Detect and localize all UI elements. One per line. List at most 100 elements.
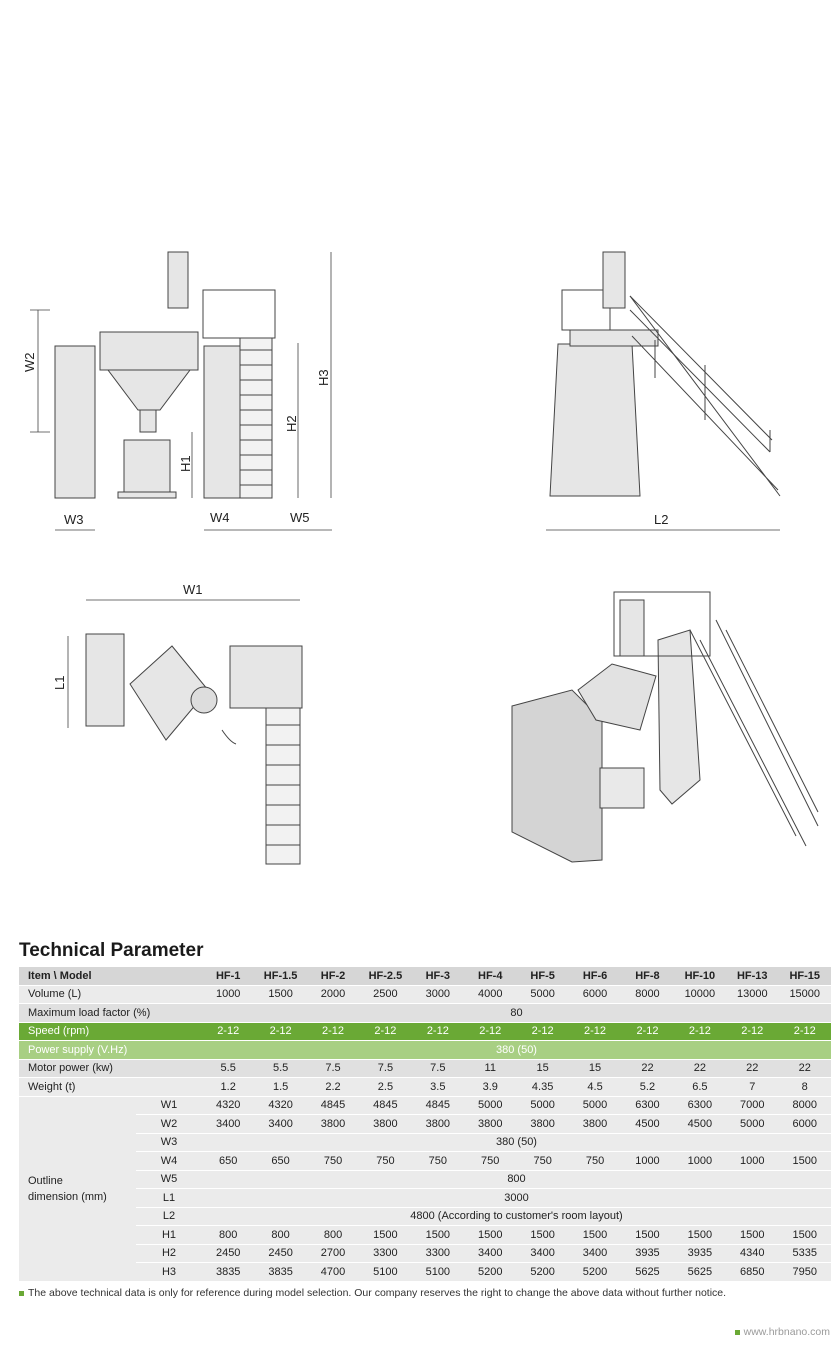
table-cell: 5000 bbox=[516, 985, 569, 1004]
website-footer: www.hrbnano.com bbox=[734, 1326, 830, 1338]
table-cell: 3400 bbox=[568, 1244, 622, 1263]
table-cell: 800 bbox=[202, 1225, 255, 1245]
table-row-h2: H2 2450 2450 2700 3300 3300 3400 3400 34… bbox=[19, 1244, 831, 1263]
table-cell: 3400 bbox=[202, 1114, 255, 1134]
table-cell: 2-12 bbox=[464, 1022, 517, 1041]
table-cell: 4.35 bbox=[516, 1077, 569, 1097]
table-cell: 750 bbox=[359, 1151, 412, 1171]
model-header: HF-1.5 bbox=[254, 967, 307, 986]
table-cell: 2-12 bbox=[568, 1022, 622, 1041]
table-row-l1: L1 3000 bbox=[19, 1188, 831, 1208]
table-cell: 750 bbox=[411, 1151, 465, 1171]
table-cell: 1500 bbox=[621, 1225, 674, 1245]
table-cell: 3400 bbox=[516, 1244, 569, 1263]
row-label: W1 bbox=[136, 1096, 202, 1115]
table-cell: 4500 bbox=[673, 1114, 727, 1134]
top-view bbox=[85, 633, 303, 865]
table-cell: 4320 bbox=[202, 1096, 255, 1115]
table-cell: 3800 bbox=[464, 1114, 517, 1134]
row-label: L2 bbox=[136, 1207, 202, 1226]
table-cell: 6300 bbox=[673, 1096, 727, 1115]
dim-label-h2: H2 bbox=[284, 415, 299, 432]
table-cell: 6.5 bbox=[673, 1077, 727, 1097]
table-cell: 5.5 bbox=[202, 1059, 255, 1078]
table-cell: 2-12 bbox=[359, 1022, 412, 1041]
table-cell: 3000 bbox=[202, 1188, 831, 1208]
table-cell: 5000 bbox=[726, 1114, 779, 1134]
table-cell: 1500 bbox=[568, 1225, 622, 1245]
table-cell: 2-12 bbox=[726, 1022, 779, 1041]
row-label: H1 bbox=[136, 1225, 202, 1245]
table-cell: 4340 bbox=[726, 1244, 779, 1263]
table-cell: 5000 bbox=[464, 1096, 517, 1115]
dim-label-w4: W4 bbox=[210, 510, 230, 525]
table-cell: 4000 bbox=[464, 985, 517, 1004]
table-cell: 22 bbox=[673, 1059, 727, 1078]
table-cell: 3800 bbox=[568, 1114, 622, 1134]
table-cell: 8000 bbox=[621, 985, 674, 1004]
table-cell: 8000 bbox=[778, 1096, 831, 1115]
row-label: W2 bbox=[136, 1114, 202, 1134]
table-cell: 1000 bbox=[621, 1151, 674, 1171]
outline-dimension-label: Outline dimension (mm) bbox=[19, 1096, 136, 1282]
row-label: Motor power (kw) bbox=[19, 1059, 202, 1078]
table-cell: 5625 bbox=[673, 1262, 727, 1282]
dim-label-h1: H1 bbox=[178, 455, 193, 472]
table-cell: 1500 bbox=[673, 1225, 727, 1245]
row-label: H2 bbox=[136, 1244, 202, 1263]
table-row-h3: H3 3835 3835 4700 5100 5100 5200 5200 52… bbox=[19, 1262, 831, 1282]
table-cell: 6000 bbox=[778, 1114, 831, 1134]
table-cell: 10000 bbox=[673, 985, 727, 1004]
table-row-power-supply: Power supply (V.Hz) 380 (50) bbox=[19, 1040, 831, 1060]
table-cell: 6300 bbox=[621, 1096, 674, 1115]
side-view bbox=[549, 251, 781, 497]
table-cell: 3400 bbox=[254, 1114, 307, 1134]
bullet-square-icon bbox=[19, 1290, 24, 1296]
table-cell: 5200 bbox=[516, 1262, 569, 1282]
website-url: www.hrbnano.com bbox=[743, 1326, 830, 1338]
table-cell: 5.2 bbox=[621, 1077, 674, 1097]
table-cell: 3835 bbox=[254, 1262, 307, 1282]
table-cell: 6000 bbox=[568, 985, 622, 1004]
dim-label-l2: L2 bbox=[654, 512, 668, 527]
table-cell: 800 bbox=[254, 1225, 307, 1245]
table-row-volume: Volume (L) 1000 1500 2000 2500 3000 4000… bbox=[19, 985, 831, 1004]
table-cell: 650 bbox=[202, 1151, 255, 1171]
row-label: Weight (t) bbox=[19, 1077, 202, 1097]
table-cell: 380 (50) bbox=[202, 1133, 831, 1152]
table-cell: 2-12 bbox=[673, 1022, 727, 1041]
table-cell: 7.5 bbox=[359, 1059, 412, 1078]
table-cell: 5200 bbox=[568, 1262, 622, 1282]
table-cell: 15 bbox=[568, 1059, 622, 1078]
table-cell: 2-12 bbox=[202, 1022, 255, 1041]
table-row-weight: Weight (t) 1.2 1.5 2.2 2.5 3.5 3.9 4.35 … bbox=[19, 1077, 831, 1097]
dim-label-w3: W3 bbox=[64, 512, 84, 527]
table-cell: 2-12 bbox=[411, 1022, 465, 1041]
table-cell: 15000 bbox=[778, 985, 831, 1004]
technical-parameter-table: Item \ Model HF-1 HF-1.5 HF-2 HF-2.5 HF-… bbox=[19, 967, 831, 1282]
table-cell: 3.5 bbox=[411, 1077, 465, 1097]
table-cell: 380 (50) bbox=[202, 1040, 831, 1060]
table-cell: 7.5 bbox=[306, 1059, 360, 1078]
table-cell: 4700 bbox=[306, 1262, 360, 1282]
model-header: HF-6 bbox=[568, 967, 622, 986]
table-cell: 4800 (According to customer's room layou… bbox=[202, 1207, 831, 1226]
model-header: HF-4 bbox=[464, 967, 517, 986]
table-cell: 1000 bbox=[726, 1151, 779, 1171]
model-header: HF-5 bbox=[516, 967, 569, 986]
model-header: HF-2 bbox=[306, 967, 360, 986]
model-header: HF-8 bbox=[621, 967, 674, 986]
row-label: W4 bbox=[136, 1151, 202, 1171]
table-cell: 1500 bbox=[359, 1225, 412, 1245]
table-cell: 2-12 bbox=[621, 1022, 674, 1041]
table-cell: 5200 bbox=[464, 1262, 517, 1282]
table-cell: 2000 bbox=[306, 985, 360, 1004]
table-cell: 7 bbox=[726, 1077, 779, 1097]
table-cell: 1500 bbox=[778, 1225, 831, 1245]
table-cell: 750 bbox=[306, 1151, 360, 1171]
table-cell: 7000 bbox=[726, 1096, 779, 1115]
model-header: HF-1 bbox=[202, 967, 255, 986]
table-cell: 1000 bbox=[673, 1151, 727, 1171]
table-cell: 4845 bbox=[359, 1096, 412, 1115]
table-cell: 1500 bbox=[254, 985, 307, 1004]
